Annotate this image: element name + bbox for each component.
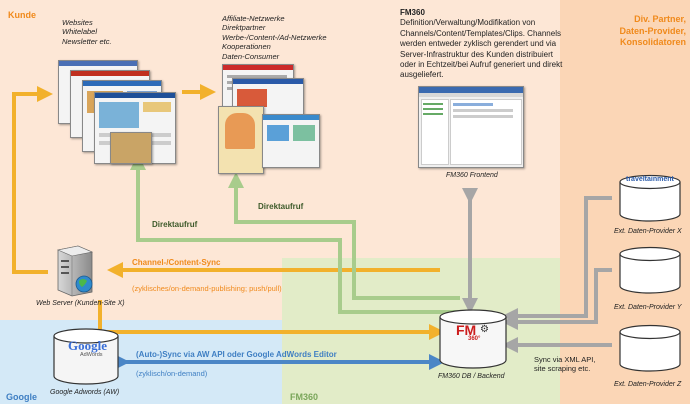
- kunde-item-whitelabel: Whitelabel: [62, 27, 98, 37]
- label-adwords-sync: (Auto-)Sync via AW API oder Google AdWor…: [136, 350, 337, 359]
- label-adwords-sync-sub: (zyklisch/on-demand): [136, 369, 208, 378]
- label-direktaufruf-2: Direktaufruf: [258, 202, 304, 211]
- zone-label-fm360: FM360: [290, 392, 319, 402]
- arrow-provider-y: [502, 268, 612, 330]
- fm-logo-text: FM: [456, 322, 477, 338]
- arrow-provider-x: [502, 196, 612, 324]
- kunde-item-websites: Websites: [62, 18, 93, 27]
- arrow-direktaufruf-1: [130, 154, 460, 314]
- affiliate-item-1: Direktpartner: [222, 23, 266, 33]
- affiliate-item-0: Affiliate-Netzwerke: [222, 14, 285, 23]
- provider-z-db: [619, 324, 681, 372]
- google-logo: Google: [68, 338, 107, 353]
- fm360-description-text: Definition/Verwaltung/Modifikation von C…: [400, 18, 563, 80]
- label-channel-sync-sub: (zyklisches/on-demand-publishing; push/p…: [132, 284, 282, 293]
- traveltainment-logo: traveltainment: [626, 176, 674, 183]
- caption-provider-y: Ext. Daten-Provider Y: [614, 304, 682, 311]
- affiliate-item-3: Kooperationen: [222, 42, 271, 52]
- caption-frontend: FM360 Frontend: [446, 172, 498, 179]
- caption-provider-x: Ext. Daten-Provider X: [614, 228, 682, 235]
- website-screenshot-5: [110, 132, 152, 164]
- affiliate-screenshot-4: [262, 114, 320, 168]
- zone-label-google: Google: [6, 392, 37, 402]
- caption-adwords: Google Adwords (AW): [50, 389, 120, 396]
- affiliate-item-2: Werbe-/Content-/Ad-Netzwerke: [222, 32, 327, 42]
- fm360-backend-db: [439, 309, 507, 369]
- fm360-description: FM360 Definition/Verwaltung/Modifikation…: [400, 8, 570, 81]
- kunde-item-newsletter: Newsletter etc.: [62, 36, 112, 46]
- web-server-icon: [56, 245, 94, 297]
- caption-webserver: Web Server (Kunden-Site X): [36, 300, 125, 307]
- adwords-logo: AdWords: [80, 352, 103, 358]
- affiliate-list: Affiliate-Netzwerke Direktpartner Werbe-…: [222, 14, 326, 61]
- label-direktaufruf-1: Direktaufruf: [152, 220, 198, 229]
- fm-logo-360: 360°: [468, 336, 481, 342]
- label-xml-sync: Sync via XML API, site scraping etc.: [534, 355, 596, 374]
- provider-x-db: [619, 174, 681, 222]
- arrow-direktaufruf-2: [228, 172, 460, 300]
- kunde-list: Websites Whitelabel Newsletter etc.: [62, 18, 112, 46]
- gear-icon: ⚙: [480, 324, 489, 335]
- label-channel-sync: Channel-/Content-Sync: [132, 258, 221, 267]
- zone-label-kunde: Kunde: [8, 10, 36, 20]
- caption-provider-z: Ext. Daten-Provider Z: [614, 381, 682, 388]
- arrow-webserver-to-backend: [98, 300, 445, 340]
- arrow-webserver-to-websites: [12, 86, 53, 274]
- affiliate-item-4: Daten-Consumer: [222, 51, 280, 61]
- provider-y-db: [619, 246, 681, 294]
- fm360-description-title: FM360: [400, 8, 425, 17]
- google-adwords-db: [53, 328, 119, 385]
- affiliate-screenshot-3: [218, 106, 264, 174]
- fm360-frontend-screenshot: [418, 86, 524, 168]
- fm360-logo: FM 360° ⚙: [456, 322, 490, 346]
- zone-label-partner: Div. Partner, Daten-Provider, Konsolidat…: [619, 14, 686, 48]
- caption-backend: FM360 DB / Backend: [438, 373, 505, 380]
